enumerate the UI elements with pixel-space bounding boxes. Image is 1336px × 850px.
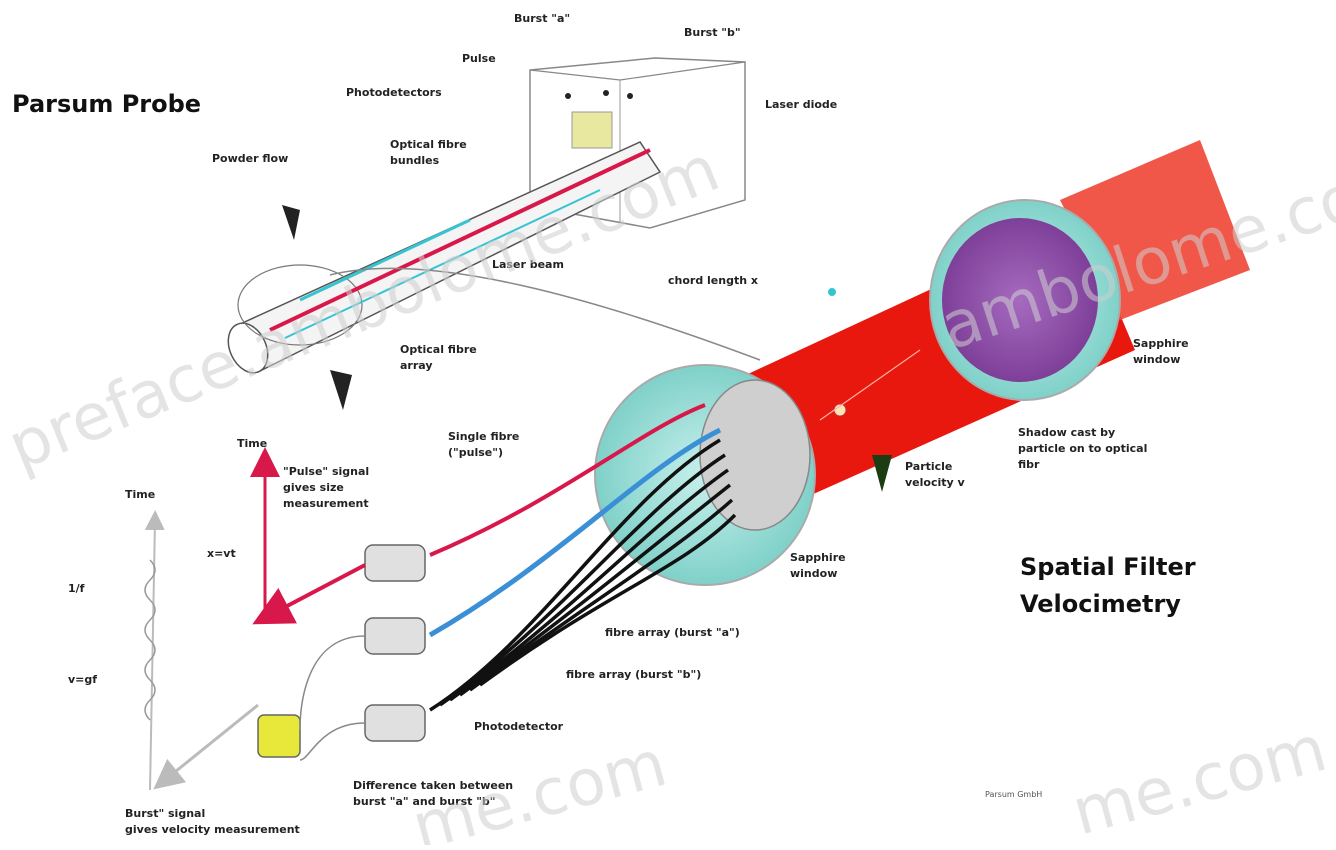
pulse-signal-label-2: gives size — [283, 481, 344, 494]
single-fibre-label-1: Single fibre — [448, 430, 519, 443]
burst-a-point — [565, 93, 571, 99]
photodetector-burst-b — [365, 705, 425, 741]
powder-flow-arrow-bottom — [330, 370, 352, 410]
credit-label: Parsum GmbH — [985, 790, 1042, 799]
fibre-array-face — [700, 380, 810, 530]
sapphire-window-bottom-label-1: Sapphire — [790, 551, 846, 564]
sapphire-window-bottom-label-2: window — [790, 567, 837, 580]
parsum-probe-title: Parsum Probe — [12, 90, 201, 118]
optical-fibre-array-label-1: Optical fibre — [400, 343, 477, 356]
photodetectors-label: Photodetectors — [346, 86, 442, 99]
chord-length-label: chord length x — [668, 274, 758, 287]
one-over-f-label: 1/f — [68, 582, 85, 595]
burst-signal-label-1: Burst" signal — [125, 807, 205, 820]
powder-flow-arrow-top — [282, 205, 300, 240]
burst-signal-label-2: gives velocity measurement — [125, 823, 300, 836]
shadow-label-2: particle on to optical — [1018, 442, 1147, 455]
particle-velocity-label-2: velocity v — [905, 476, 966, 489]
sapphire-window-top-label-1: Sapphire — [1133, 337, 1189, 350]
time-top-label: Time — [237, 437, 267, 450]
pulse-point — [603, 90, 609, 96]
photodetector-block — [572, 112, 612, 148]
watermark-4: me.com — [1065, 712, 1334, 845]
particle-velocity-arrow — [872, 455, 892, 492]
fibre-array-b-label: fibre array (burst "b") — [566, 668, 701, 681]
burst-a-label: Burst "a" — [514, 12, 570, 25]
sfv-title-line2: Velocimetry — [1020, 590, 1181, 618]
burst-b-label: Burst "b" — [684, 26, 741, 39]
photodetector-label: Photodetector — [474, 720, 564, 733]
shadow-label-1: Shadow cast by — [1018, 426, 1115, 439]
optical-fibre-bundles-label-2: bundles — [390, 154, 440, 167]
pulse-signal-label-1: "Pulse" signal — [283, 465, 369, 478]
photodetector-burst-a — [365, 618, 425, 654]
pulse-label: Pulse — [462, 52, 496, 65]
pulse-signal-label-3: measurement — [283, 497, 369, 510]
shadow-label-3: fibr — [1018, 458, 1040, 471]
sapphire-window-top-label-2: window — [1133, 353, 1180, 366]
time-left-label: Time — [125, 488, 155, 501]
photodetector-pulse — [365, 545, 425, 581]
fibre-array-a-label: fibre array (burst "a") — [605, 626, 740, 639]
burst-output-arrow — [165, 705, 258, 780]
watermark-3: me.com — [405, 727, 674, 845]
particle-velocity-label-1: Particle — [905, 460, 952, 473]
single-fibre-label-2: ("pulse") — [448, 446, 503, 459]
pulse-output-arrow — [270, 565, 365, 615]
optical-fibre-bundles-label-1: Optical fibre — [390, 138, 467, 151]
v-eq-gf-label: v=gf — [68, 673, 97, 686]
sfv-title-line1: Spatial Filter — [1020, 553, 1196, 581]
burst-b-point — [627, 93, 633, 99]
chord-length-marker — [828, 288, 836, 296]
x-eq-vt-label: x=vt — [207, 547, 236, 560]
powder-flow-label: Powder flow — [212, 152, 288, 165]
laser-diode-label: Laser diode — [765, 98, 837, 111]
difference-detector — [258, 715, 300, 757]
optical-fibre-array-label-2: array — [400, 359, 433, 372]
